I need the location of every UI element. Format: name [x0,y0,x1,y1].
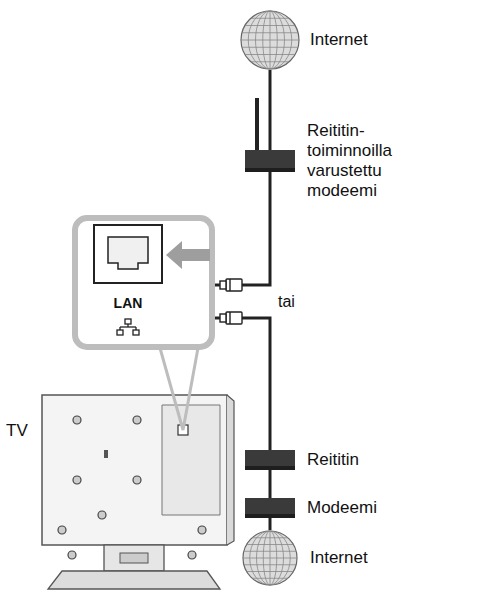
port-label: LAN [78,293,178,313]
router-modem-box-shape [245,150,295,172]
router-modem-box: Reititin-toiminnoilla varustettu modeemi [245,150,295,172]
device-label: Reititin-toiminnoilla varustettu modeemi [307,121,432,201]
cable [215,172,270,285]
internet-globe: Internet [240,10,300,70]
lan-callout-shape [72,215,215,350]
tv-back: TV [42,395,227,545]
cable [269,518,272,530]
lan-callout: LAN [72,215,215,350]
device-label: Reititin [307,450,359,470]
device-label: Internet [310,30,368,50]
cable [269,470,272,498]
tv-back-shape [42,395,227,545]
lan-plug [220,312,242,324]
lan-plug [220,279,242,291]
internet-globe-shape [242,530,298,586]
device-label: TV [6,421,28,441]
router-box-shape [245,450,295,470]
modem-box-shape [245,498,295,518]
modem-box: Modeemi [245,498,295,518]
internet-globe: Internet [242,530,298,586]
device-label: Internet [310,548,368,568]
internet-globe-shape [240,10,300,70]
or-label: tai [276,292,297,311]
cable [269,70,272,150]
device-label: Modeemi [307,498,377,518]
router-box: Reititin [245,450,295,470]
